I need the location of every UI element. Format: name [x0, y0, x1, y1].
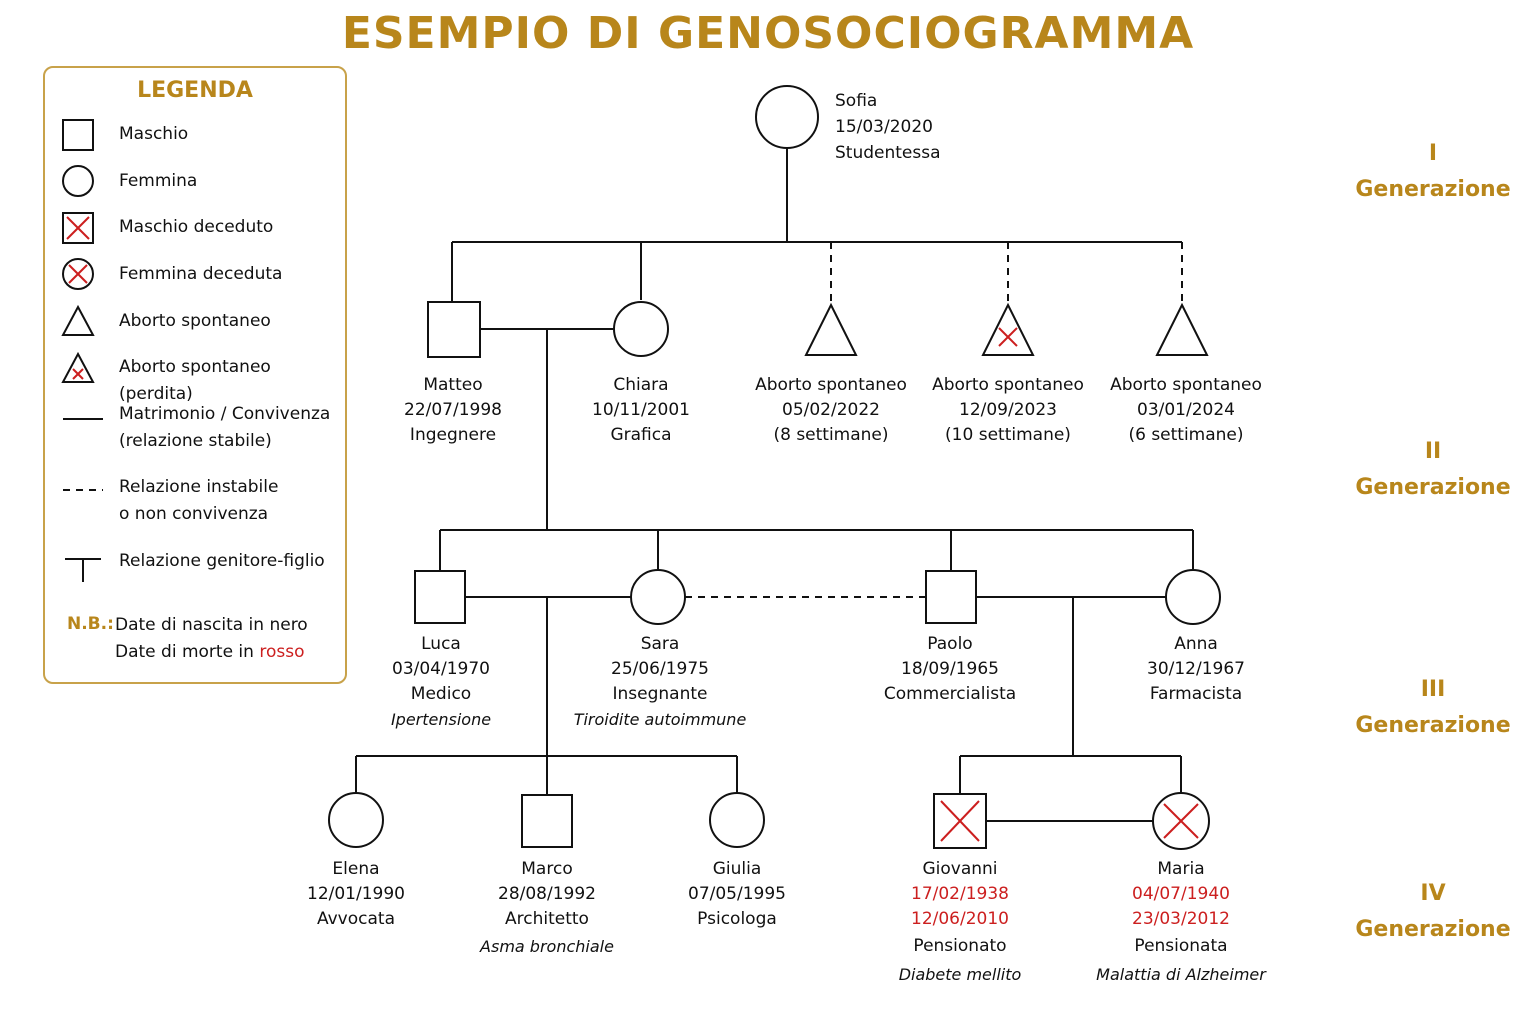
dashed-line-icon: [63, 489, 103, 491]
abortion-3-symbol: [1155, 302, 1209, 356]
legend-label-matrimonio-2: (relazione stabile): [119, 431, 272, 451]
triangle-icon: [61, 304, 95, 336]
elena-symbol: [328, 792, 384, 848]
legend-label-aborto-perdita: Aborto spontaneo (perdita): [119, 357, 271, 404]
legend-label-aborto: Aborto spontaneo: [119, 311, 271, 331]
legend-label-instabile: Relazione instabile: [119, 477, 279, 497]
marco-symbol: [521, 794, 573, 848]
triangle-cross-icon: [61, 351, 95, 383]
chiara-symbol: [613, 301, 669, 357]
circle-cross-icon: [62, 258, 94, 290]
giovanni-death: 12/06/2010: [911, 909, 1009, 929]
maria-birth: 04/07/1940: [1132, 884, 1230, 904]
anna-symbol: [1165, 569, 1221, 625]
legend-label-genitore-figlio: Relazione genitore-figlio: [119, 551, 325, 571]
legend-label-femmina: Femmina: [119, 171, 198, 191]
sara-symbol: [630, 569, 686, 625]
giovanni-birth: 17/02/1938: [911, 884, 1009, 904]
luca-symbol: [414, 570, 466, 624]
label-giovanni: Giovanni 17/02/1938 12/06/2010 Pensionat…: [898, 859, 1022, 984]
legend-label-instabile-2: o non convivenza: [119, 504, 269, 524]
nb-label: N.B.:: [67, 614, 114, 634]
t-line-icon: [65, 558, 101, 582]
solid-line-icon: [63, 418, 103, 420]
square-icon: [62, 119, 94, 151]
nb-line-2: Date di morte in rosso: [115, 642, 305, 662]
legend-label-maschio: Maschio: [119, 124, 189, 144]
label-maria: Maria 04/07/1940 23/03/2012 Pensionata M…: [1096, 859, 1266, 984]
abortion-2-symbol: [981, 302, 1035, 356]
nb-line-1: Date di nascita in nero: [115, 615, 308, 635]
matteo-symbol: [427, 301, 481, 358]
giulia-symbol: [709, 792, 765, 848]
maria-death: 23/03/2012: [1132, 909, 1230, 929]
paolo-symbol: [925, 570, 977, 624]
legend-label-matrimonio: Matrimonio / Convivenza: [119, 404, 331, 424]
sofia-symbol: [755, 85, 819, 149]
page-title: ESEMPIO DI GENOSOCIOGRAMMA: [341, 8, 1195, 59]
nb-red-word: rosso: [259, 642, 305, 662]
circle-icon: [62, 165, 94, 197]
legend-title: LEGENDA: [137, 78, 253, 103]
legend-label-maschio-deceduto: Maschio deceduto: [119, 217, 274, 237]
square-cross-icon: [62, 212, 94, 244]
legend-label-femmina-deceduta: Femmina deceduta: [119, 264, 283, 284]
legend-box: LEGENDA Maschio Femmina Maschio deceduto…: [43, 66, 347, 684]
abortion-1-symbol: [804, 302, 858, 356]
